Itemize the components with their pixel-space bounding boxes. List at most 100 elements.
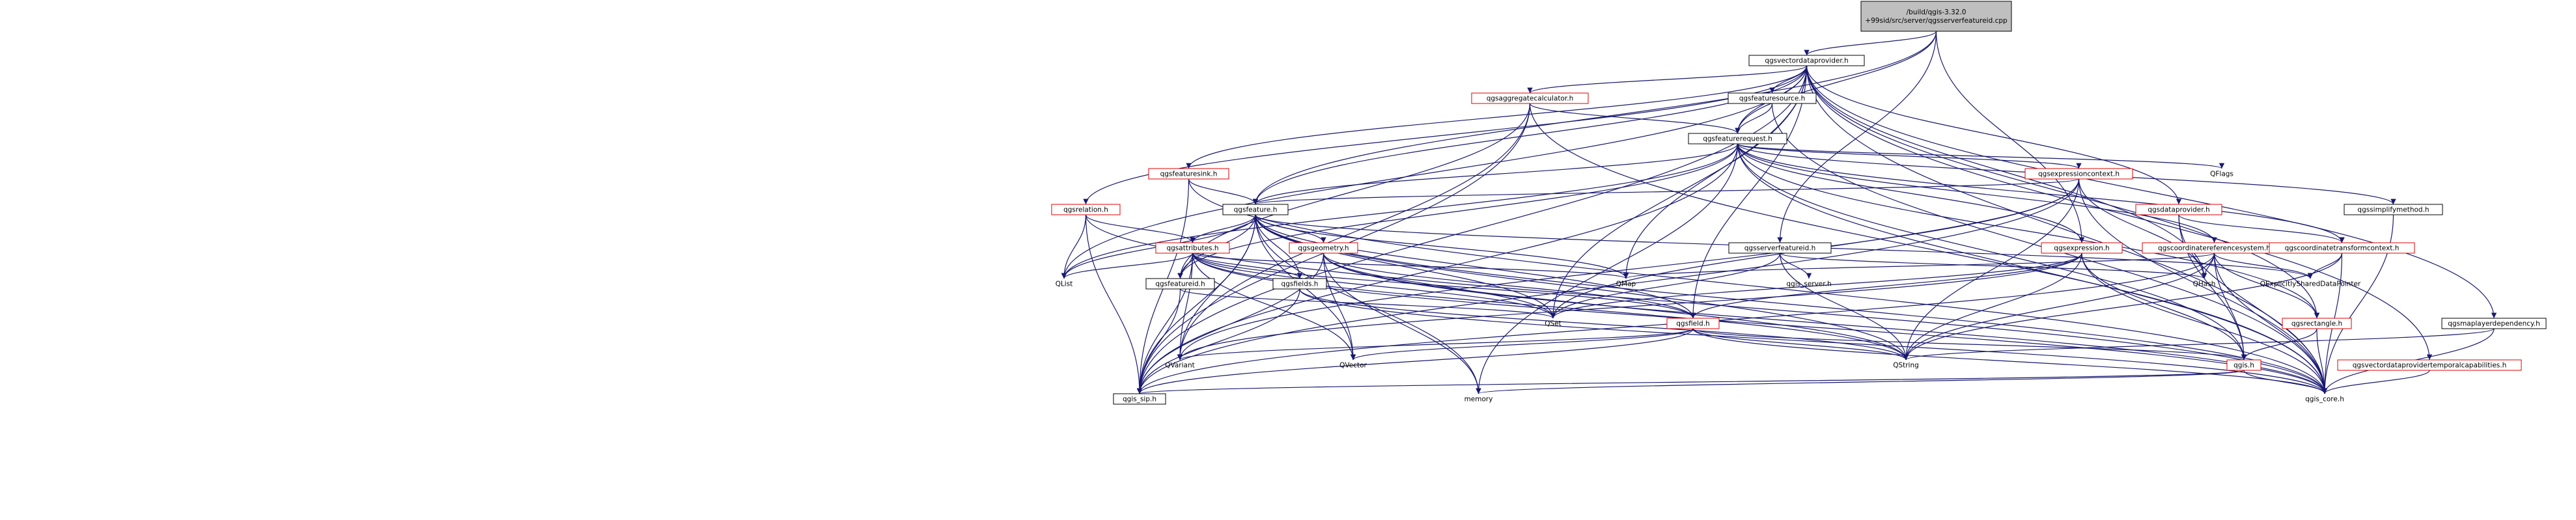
edge-vdp-to-rect [1806,65,2320,319]
edge-rect-to-core [2316,328,2328,394]
edge-rect-to-qgis_h [2241,328,2317,361]
node-exprctx-box [2024,168,2133,180]
node-sfid_h-label: qgsserverfeatureid.h [1744,245,1816,253]
node-crs[interactable]: qgscoordinatereferencesystem.h [2142,242,2287,254]
node-relation[interactable]: qgsrelation.h [1051,204,1121,215]
edge-field-to-qstring [1692,328,1909,361]
node-memory: memory [1464,396,1493,404]
node-expr[interactable]: qgsexpression.h [2041,242,2123,254]
edge-geom-to-sip [1136,253,1324,394]
edge-freq-to-ctc [1737,143,2345,243]
edge-vdp-to-fsink [1186,65,1808,169]
node-simplify[interactable]: qgssimplifymethod.h [2344,204,2443,215]
edge-featureid-to-sip [1136,288,1181,394]
edge-relation-to-sip [1085,214,1143,394]
node-fields-box [1272,278,1327,290]
node-ctc[interactable]: qgscoordinatetransformcontext.h [2269,242,2415,254]
node-vdp[interactable]: qgsvectordataprovider.h [1748,55,1865,66]
node-root-box [1860,1,2012,32]
node-fsink[interactable]: qgsfeaturesink.h [1148,168,1229,180]
node-field-label: qgsfield.h [1676,320,1709,328]
edge-qgis_h-to-memory [1476,370,2245,394]
edge-fsink-to-feature [1188,178,1259,205]
node-ctc-box [2269,242,2415,254]
edge-vdp-to-feature [1252,65,1808,205]
node-mapdep[interactable]: qgsmaplayerdependency.h [2441,318,2547,329]
edge-freq-to-memory [1476,143,1739,394]
node-attrs-box [1155,242,1230,254]
edges-layer [1061,31,2497,394]
edge-fields-to-sip [1136,288,1300,394]
node-sip-box [1113,393,1166,405]
edge-geom-to-qvector [1323,253,1356,361]
edge-fields-to-qstring [1299,288,1909,361]
node-sip[interactable]: qgis_sip.h [1113,393,1166,405]
edge-aggcalc-to-qvariant [1177,103,1531,361]
node-fsource[interactable]: qgsfeaturesource.h [1728,92,1817,104]
node-exprctx-label: qgsexpressioncontext.h [2038,171,2120,178]
node-field-box [1666,318,1720,329]
node-qhash-label: QHash [2193,281,2216,288]
edge-vdp-to-aggcalc [1527,65,1808,94]
edge-dataprov-to-qgis_h [2178,214,2247,361]
node-aggcalc[interactable]: qgsaggregatecalculator.h [1471,92,1589,104]
edge-qgis_h-to-core [2243,370,2328,394]
edge-relation-to-attrs [1085,214,1196,243]
edge-exprctx-to-qvariant [1177,178,2080,361]
node-fields-label: qgsfields.h [1281,281,1319,288]
edge-geom-to-memory [1323,253,1481,394]
node-sfid_h[interactable]: qgsserverfeatureid.h [1728,242,1832,254]
edge-vdp-to-relation [1083,65,1808,205]
edge-feature-to-qset [1255,214,1556,319]
node-feature[interactable]: qgsfeature.h [1222,204,1289,215]
node-geom[interactable]: qgsgeometry.h [1289,242,1358,254]
edge-sfid_h-to-qgis_server [1779,253,1812,279]
node-qvariant-label: QVariant [1165,362,1195,370]
edge-exprctx-to-core [2078,178,2328,394]
node-core-label: qgis_core.h [2305,396,2344,404]
node-attrs[interactable]: qgsattributes.h [1155,242,1230,254]
edge-feature-to-attrs [1190,214,1256,243]
node-freq[interactable]: qgsfeaturerequest.h [1688,133,1787,144]
edge-expr-to-qstring [1903,253,2082,361]
nodes-layer: /build/qgis-3.32.0+99sid/src/server/qgss… [1051,1,2547,405]
node-fields[interactable]: qgsfields.h [1272,278,1327,290]
node-field[interactable]: qgsfield.h [1666,318,1720,329]
node-qesdp-label: QExplicitlySharedDataPointer [2260,281,2361,288]
node-sip-label: qgis_sip.h [1123,396,1156,404]
edge-geom-to-qset [1323,253,1556,319]
node-geom-box [1289,242,1358,254]
node-root-label: /build/qgis-3.32.0 [1907,8,1967,16]
node-temporal[interactable]: qgsvectordataprovidertemporalcapabilitie… [2337,359,2522,371]
node-featureid[interactable]: qgsfeatureid.h [1145,278,1215,290]
node-exprctx[interactable]: qgsexpressioncontext.h [2024,168,2133,180]
edge-attrs-to-qvariant [1177,253,1194,361]
node-rect[interactable]: qgsrectangle.h [2282,318,2352,329]
node-root-label: +99sid/src/server/qgsserverfeatureid.cpp [1865,17,2008,25]
node-qvector: QVector [1339,362,1367,370]
edge-expr-to-qvariant [1177,253,2082,361]
edge-feature-to-field [1255,214,1696,319]
node-expr-label: qgsexpression.h [2054,245,2109,253]
node-vdp-label: qgsvectordataprovider.h [1765,57,1848,65]
node-qgis_server: qgis_server.h [1786,281,1831,288]
edge-geom-to-field [1323,253,1696,319]
edge-aggcalc-to-freq [1529,103,1741,134]
node-dataprov[interactable]: qgsdataprovider.h [2135,204,2222,215]
edge-sfid_h-to-qstring [1779,253,1909,361]
node-qflags: QFlags [2210,171,2233,178]
edge-exprctx-to-qstring [1903,178,2080,361]
edge-fsource-to-freq [1735,103,1773,134]
node-crs-label: qgscoordinatereferencesystem.h [2158,245,2271,253]
node-simplify-box [2344,204,2443,215]
edge-root-to-vdp [1804,31,1937,56]
edge-temporal-to-core [2321,370,2430,394]
edge-vdp-to-sip [1136,65,1808,394]
node-qgis_h[interactable]: qgis.h [2226,359,2261,371]
node-rect-box [2282,318,2352,329]
edge-vdp-to-qhash [1806,65,2207,279]
edge-field-to-sip [1136,328,1694,394]
node-fsink-box [1148,168,1229,180]
node-core: qgis_core.h [2305,396,2344,404]
